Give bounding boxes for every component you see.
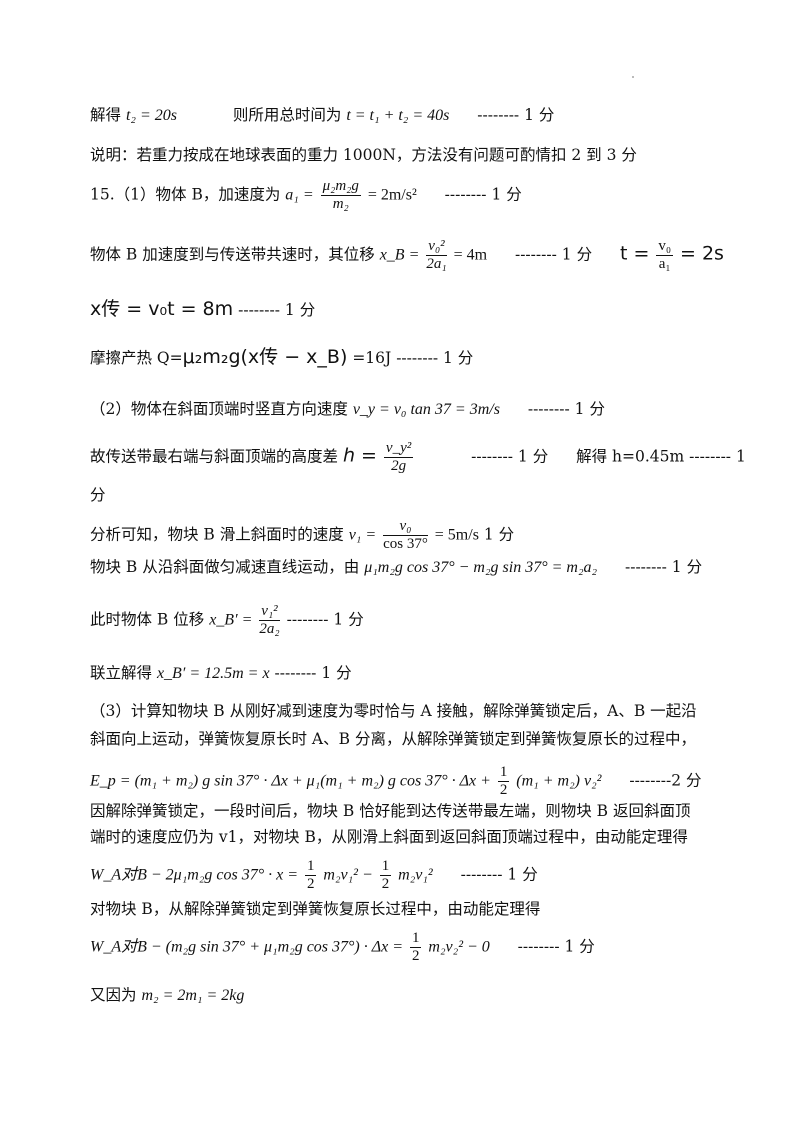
equation-work-2-part2: m₂v₂² − 0 xyxy=(428,938,490,956)
unlock-text: 因解除弹簧锁定，一段时间后，物块 B 恰好能到达传送带最左端，则物块 B 返回斜… xyxy=(90,802,691,820)
equation-v1-lhs: v₁ = xyxy=(348,526,377,544)
equation-vy: v_y = v₀ tan 37 = 3m/s xyxy=(352,401,500,418)
line-return-velocity: 端时的速度应仍为 v1，对物块 B，从刚滑上斜面到返回斜面顶端过程中，由动能定理… xyxy=(90,826,688,848)
line-deceleration: 物块 B 从沿斜面做匀减速直线运动，由 μ₁m₂g cos 37° − m₂g … xyxy=(90,556,702,579)
h-result-text: 解得 h=0.45m xyxy=(576,447,685,466)
score-mark: -------- 1 分 xyxy=(396,349,474,367)
score-mark: -------- 1 分 xyxy=(274,664,352,682)
equation-friction-heat: μ₂m₂g(x传 − x_B) xyxy=(182,346,348,368)
equation-t-rhs: = 2s xyxy=(679,242,724,265)
equation-v1-rhs: = 5m/s xyxy=(434,526,479,544)
return-velocity-text: 端时的速度应仍为 v1，对物块 B，从刚滑上斜面到返回斜面顶端过程中，由动能定理… xyxy=(90,828,688,846)
score-mark: -------- 1 分 xyxy=(471,447,549,466)
score-mark: 1 分 xyxy=(483,525,515,544)
equation-ep-part1: E_p = (m₁ + m₂) g sin 37° · Δx + μ₁(m₁ +… xyxy=(90,772,491,790)
line-note: 说明：若重力按成在地球表面的重力 1000N，方法没有问题可酌情扣 2 到 3 … xyxy=(90,144,637,166)
line-friction-heat: 摩擦产热 Q=μ₂m₂g(x传 − x_B) =16J -------- 1 分 xyxy=(90,346,473,369)
equation-work-1-part3: m₂v₁² xyxy=(398,866,433,884)
height-text: 故传送带最右端与斜面顶端的高度差 xyxy=(90,447,339,466)
equation-work-1-part2: m₂v₁² − xyxy=(323,866,373,884)
score-mark: -------- 1 分 xyxy=(517,937,595,956)
equation-a2: μ₁m₂g cos 37° − m₂g sin 37° = m₂a₂ xyxy=(364,559,598,576)
text-solve: 解得 xyxy=(90,106,122,124)
equation-a1-lhs: a₁ = xyxy=(285,186,314,204)
combined-text: 联立解得 xyxy=(90,664,153,682)
slide-velocity-text: 分析可知，物块 B 滑上斜面时的速度 xyxy=(90,525,344,544)
score-mark: -------- 1 分 xyxy=(514,245,593,264)
score-mark: -------- 1 分 xyxy=(286,610,364,629)
equation-mass: m₂ = 2m₁ = 2kg xyxy=(141,987,245,1004)
line-score-wrap: 分 xyxy=(90,484,106,506)
line-vertical-velocity: （2）物体在斜面顶端时竖直方向速度 v_y = v₀ tan 37 = 3m/s… xyxy=(90,398,605,421)
line-unlock-to-natural: 对物块 B，从解除弹簧锁定到弹簧恢复原长过程中，由动能定理得 xyxy=(90,898,540,920)
equation-ep-part2: (m₁ + m₂) v₂² xyxy=(516,772,602,790)
friction-heat-value: =16J xyxy=(352,349,392,367)
text-total-time: 则所用总时间为 xyxy=(232,106,342,124)
displacement-text: 物体 B 加速度到与传送带共速时，其位移 xyxy=(90,245,375,264)
score-mark: -------- 1 xyxy=(689,447,746,466)
equation-work-1-part1: W_A对B − 2μ₁m₂g cos 37° · x = xyxy=(90,866,299,884)
line-mass-relation: 又因为 m₂ = 2m₁ = 2kg xyxy=(90,984,244,1007)
mass-relation-text: 又因为 xyxy=(90,986,137,1004)
line-total-time: 解得 t₂ = 20s 则所用总时间为 t = t₁ + t₂ = 40s --… xyxy=(90,104,554,127)
equation-xb-lhs: x_B = xyxy=(379,246,420,264)
line-work-energy-2: W_A对B − (m₂g sin 37° + μ₁m₂g cos 37°) · … xyxy=(90,930,595,965)
part-3-text: （3）计算知物块 B 从刚好减到速度为零时恰与 A 接触，解除弹簧锁定后，A、B… xyxy=(90,702,697,720)
work-energy-2-text: 对物块 B，从解除弹簧锁定到弹簧恢复原长过程中，由动能定理得 xyxy=(90,900,541,918)
friction-heat-text: 摩擦产热 Q= xyxy=(90,349,183,367)
line-spring-energy: E_p = (m₁ + m₂) g sin 37° · Δx + μ₁(m₁ +… xyxy=(90,764,702,799)
equation-belt-displacement: x传 = v₀t = 8m xyxy=(90,298,234,320)
equation-total-time: t = t₁ + t₂ = 40s xyxy=(346,107,450,124)
line-combined-result: 联立解得 x_B′ = 12.5m = x -------- 1 分 xyxy=(90,662,352,685)
line-part-3: （3）计算知物块 B 从刚好减到速度为零时恰与 A 接触，解除弹簧锁定后，A、B… xyxy=(90,700,697,722)
question-15-text: 15.（1）物体 B，加速度为 xyxy=(90,185,281,204)
score-mark: --------2 分 xyxy=(629,771,702,790)
score-mark: -------- 1 分 xyxy=(460,865,538,884)
scan-speck xyxy=(632,76,634,78)
equation-xb-rhs: = 4m xyxy=(453,246,488,264)
equation-a1-rhs: = 2m/s² xyxy=(367,186,417,204)
score-mark: -------- 1 分 xyxy=(477,106,555,124)
note-text: 说明：若重力按成在地球表面的重力 1000N，方法没有问题可酌情扣 2 到 3 … xyxy=(90,146,637,164)
equation-xb-prime: x_B′ = 12.5m = x xyxy=(156,665,270,682)
deceleration-text: 物块 B 从沿斜面做匀减速直线运动，由 xyxy=(90,558,360,576)
equation-xb-prime-lhs: x_B′ = xyxy=(209,611,253,629)
score-unit: 分 xyxy=(90,486,106,504)
line-part-3-cont: 斜面向上运动，弹簧恢复原长时 A、B 分离，从解除弹簧锁定到弹簧恢复原长的过程中… xyxy=(90,728,696,750)
part-3-text-continued: 斜面向上运动，弹簧恢复原长时 A、B 分离，从解除弹簧锁定到弹簧恢复原长的过程中… xyxy=(90,730,696,748)
equation-t-lhs: t = xyxy=(619,242,650,265)
equation-t2: t₂ = 20s xyxy=(125,107,177,124)
line-belt-displacement: x传 = v₀t = 8m -------- 1 分 xyxy=(90,298,315,321)
equation-h-lhs: h = xyxy=(342,444,377,467)
part-2-text: （2）物体在斜面顶端时竖直方向速度 xyxy=(90,400,348,418)
score-mark: -------- 1 分 xyxy=(444,185,522,204)
score-mark: -------- 1 分 xyxy=(238,301,316,319)
score-mark: -------- 1 分 xyxy=(624,558,703,576)
b-displacement-text: 此时物体 B 位移 xyxy=(90,610,205,629)
line-unlock: 因解除弹簧锁定，一段时间后，物块 B 恰好能到达传送带最左端，则物块 B 返回斜… xyxy=(90,800,691,822)
score-mark: -------- 1 分 xyxy=(527,400,605,418)
equation-work-2-part1: W_A对B − (m₂g sin 37° + μ₁m₂g cos 37°) · … xyxy=(90,938,404,956)
